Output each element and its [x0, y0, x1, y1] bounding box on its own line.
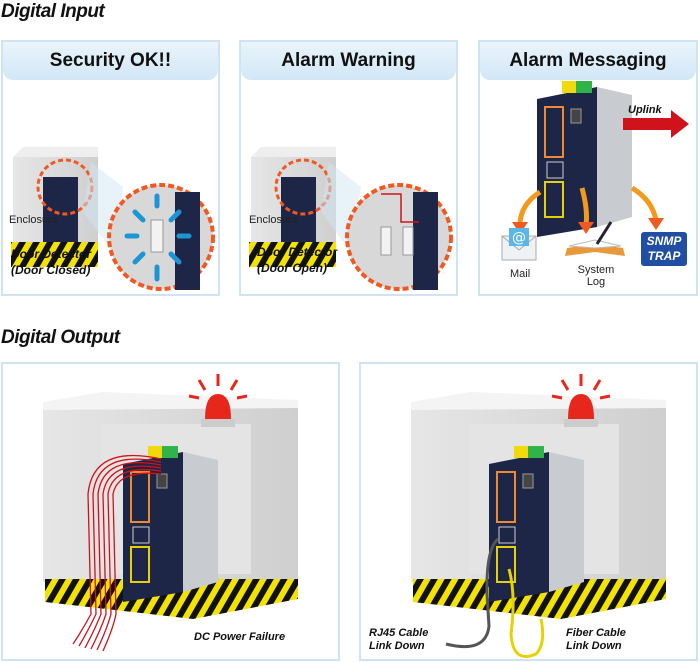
enclosure-label: Enclosure: [249, 214, 298, 226]
mail-label: Mail: [510, 268, 531, 280]
uplink-arrow-icon: [623, 110, 689, 138]
dc-power-failure-illustration: [43, 374, 298, 652]
snmp-line2: TRAP: [647, 249, 681, 263]
link-down-illustration: [411, 374, 666, 658]
svg-text:@: @: [512, 230, 526, 246]
enclosure-door-closed-illustration: [11, 147, 215, 291]
fiber-line1: Fiber Cable: [566, 627, 626, 639]
snmp-trap-badge: SNMP TRAP: [641, 232, 687, 266]
caption-line2: (Door Closed): [11, 263, 91, 277]
rj45-line1: RJ45 Cable: [369, 627, 429, 639]
uplink-label: Uplink: [628, 104, 662, 116]
system-log-line2: Log: [586, 276, 606, 288]
caption-line2: (Door Open): [257, 261, 327, 275]
snmp-line1: SNMP: [646, 234, 682, 248]
enclosure-label: Enclosure: [9, 214, 58, 226]
enclosure-door-open-illustration: [249, 147, 453, 291]
panel-header: Alarm Warning: [241, 42, 456, 80]
caption-line1: Door Detector: [11, 247, 92, 261]
fiber-line2: Link Down: [566, 640, 622, 652]
system-log-icon: [565, 221, 625, 256]
digital-input-title: Digital Input: [1, 1, 105, 22]
alarm-beacon-icon: [188, 374, 248, 427]
caption-line1: Door Detector: [257, 245, 338, 259]
alarm-beacon-icon: [551, 374, 611, 427]
digital-output-title: Digital Output: [1, 327, 120, 348]
system-log-line1: System: [577, 264, 615, 276]
panel-dc-power-failure: DC Power Failure: [1, 362, 340, 661]
panel-security-ok: Security OK!! Enclosure Door Detector (D…: [1, 40, 220, 296]
panel-header: Security OK!!: [3, 42, 218, 80]
panel-header: Alarm Messaging: [480, 42, 696, 80]
dc-power-failure-caption: DC Power Failure: [194, 631, 286, 643]
panel-alarm-warning: Alarm Warning Enclosure Door Detector (D…: [239, 40, 458, 296]
rj45-line2: Link Down: [369, 640, 425, 652]
mail-icon: @: [501, 228, 537, 261]
